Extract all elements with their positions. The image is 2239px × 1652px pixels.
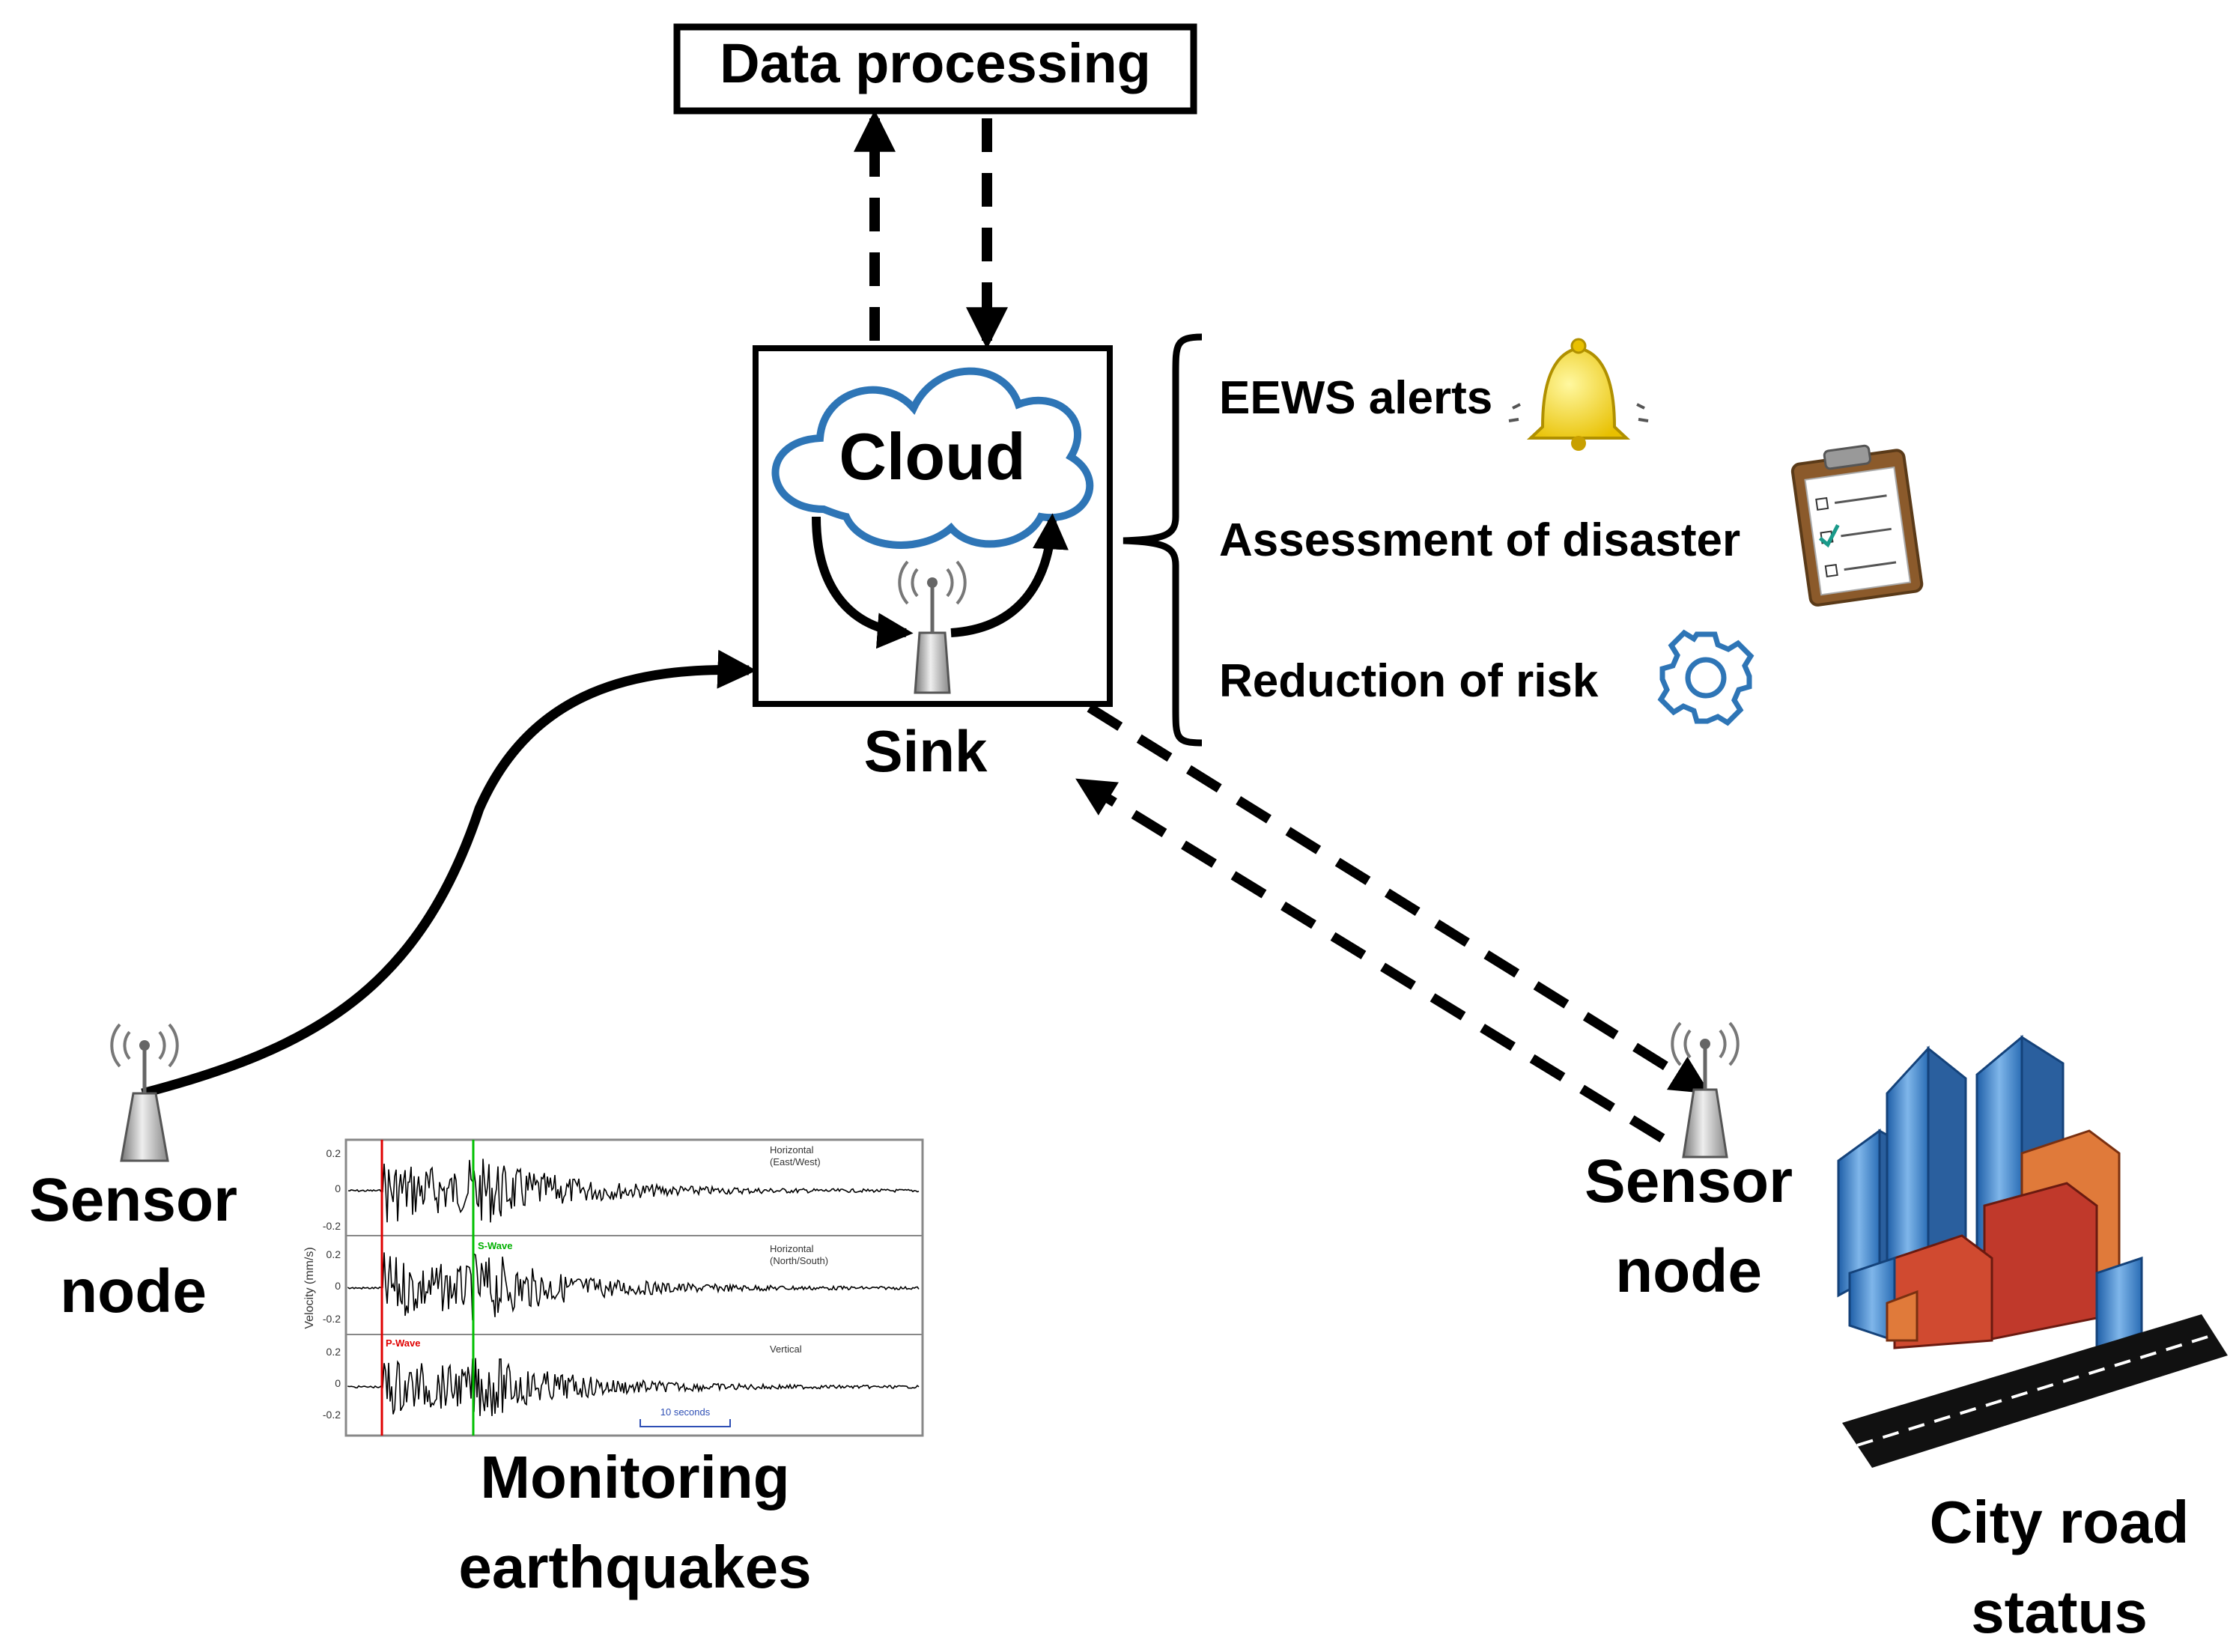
seismogram-caption-1: Monitoring: [480, 1444, 789, 1510]
tick-label: -0.2: [323, 1313, 341, 1325]
p-wave-label: P-Wave: [386, 1337, 420, 1349]
tick-label: 0: [335, 1280, 341, 1292]
waveform-north-south: [347, 1252, 920, 1321]
seismogram-figure: Velocity (mm/s) 0.2 0 -0.2 0.2 0 -0.2 0.…: [303, 1138, 924, 1437]
left-sensor-label-1: Sensor: [29, 1166, 237, 1234]
right-sensor-to-sink-arrow: [1075, 778, 1665, 1143]
right-sensor-label-1: Sensor: [1585, 1147, 1793, 1215]
trace-label: (East/West): [770, 1156, 821, 1167]
tick-label: 0: [335, 1182, 341, 1194]
sink-to-right-sensor-arrow: [1087, 703, 1710, 1094]
waveform-east-west: [347, 1158, 920, 1223]
cloud-icon: [771, 367, 1094, 549]
seismogram-caption-2: earthquakes: [458, 1534, 811, 1600]
right-sensor-antenna-icon: [1671, 1021, 1740, 1158]
city-label-2: status: [1971, 1579, 2148, 1645]
scale-bar: [640, 1419, 731, 1427]
tick-label: 0: [335, 1377, 341, 1389]
sink-label: Sink: [864, 718, 988, 784]
clipboard-icon: [1790, 444, 1924, 607]
gear-icon: [1657, 629, 1755, 726]
sink-box: Cloud: [753, 345, 1113, 707]
trace-label: Horizontal: [770, 1144, 814, 1156]
s-wave-label: S-Wave: [478, 1240, 512, 1251]
sensor-to-sink-arrow: [141, 649, 757, 1099]
left-sensor-label-2: node: [60, 1257, 207, 1325]
right-sensor-label-2: node: [1615, 1237, 1762, 1305]
services-brace: [1122, 333, 1203, 747]
cloud-to-antenna-arrow: [812, 516, 914, 649]
city-label-1: City road: [1930, 1489, 2190, 1555]
trace-label: Vertical: [770, 1343, 802, 1355]
seismogram-ylabel: Velocity (mm/s): [303, 1247, 316, 1328]
city-buildings-icon: [1837, 1034, 2143, 1350]
tick-label: 0.2: [326, 1346, 341, 1358]
service-assessment: Assessment of disaster: [1219, 514, 1740, 566]
trace-label: Horizontal: [770, 1243, 814, 1254]
antenna-to-cloud-arrow: [950, 513, 1069, 637]
left-sensor-antenna-icon: [110, 1023, 179, 1162]
service-risk-reduction: Reduction of risk: [1219, 655, 1599, 707]
scale-label: 10 seconds: [660, 1406, 711, 1418]
bell-icon: [1508, 338, 1649, 451]
cloud-label: Cloud: [839, 419, 1025, 494]
tick-label: -0.2: [323, 1220, 341, 1232]
trace-label: (North/South): [770, 1255, 828, 1266]
sink-antenna-icon: [898, 560, 967, 694]
data-processing-box: Data processing: [673, 23, 1197, 115]
road-icon: [1842, 1314, 2228, 1468]
waveform-vertical: [347, 1358, 920, 1416]
tick-label: -0.2: [323, 1409, 341, 1421]
service-eews-alerts: EEWS alerts: [1219, 372, 1492, 424]
tick-label: 0.2: [326, 1248, 341, 1260]
data-processing-label: Data processing: [720, 32, 1151, 94]
tick-label: 0.2: [326, 1147, 341, 1159]
